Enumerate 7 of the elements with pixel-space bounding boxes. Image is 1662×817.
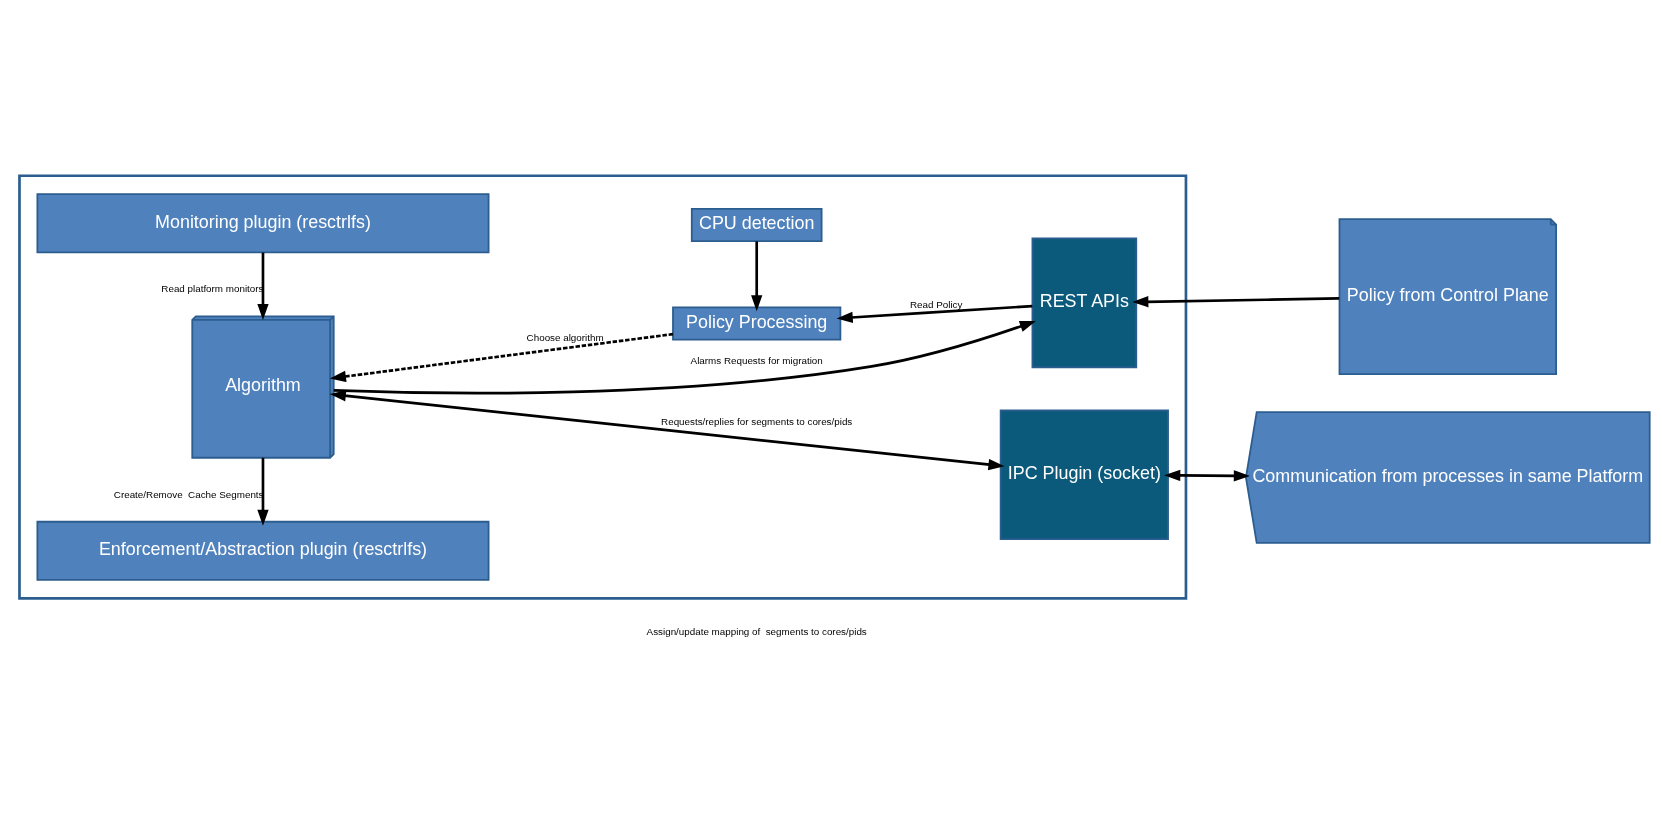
edge-label: Create/Remove Cache Segments	[113, 488, 264, 500]
edge-label: Requests/replies for segments to cores/pids	[661, 416, 853, 428]
label: Assign/update mapping of segments to cores/pids	[646, 625, 867, 637]
edge-label: Read platform monitors	[161, 283, 264, 295]
edge-label: Read Policy	[909, 299, 963, 311]
edge-label: Choose algorithm	[526, 332, 604, 344]
edge-label: Alarms Requests for migration	[690, 354, 823, 366]
